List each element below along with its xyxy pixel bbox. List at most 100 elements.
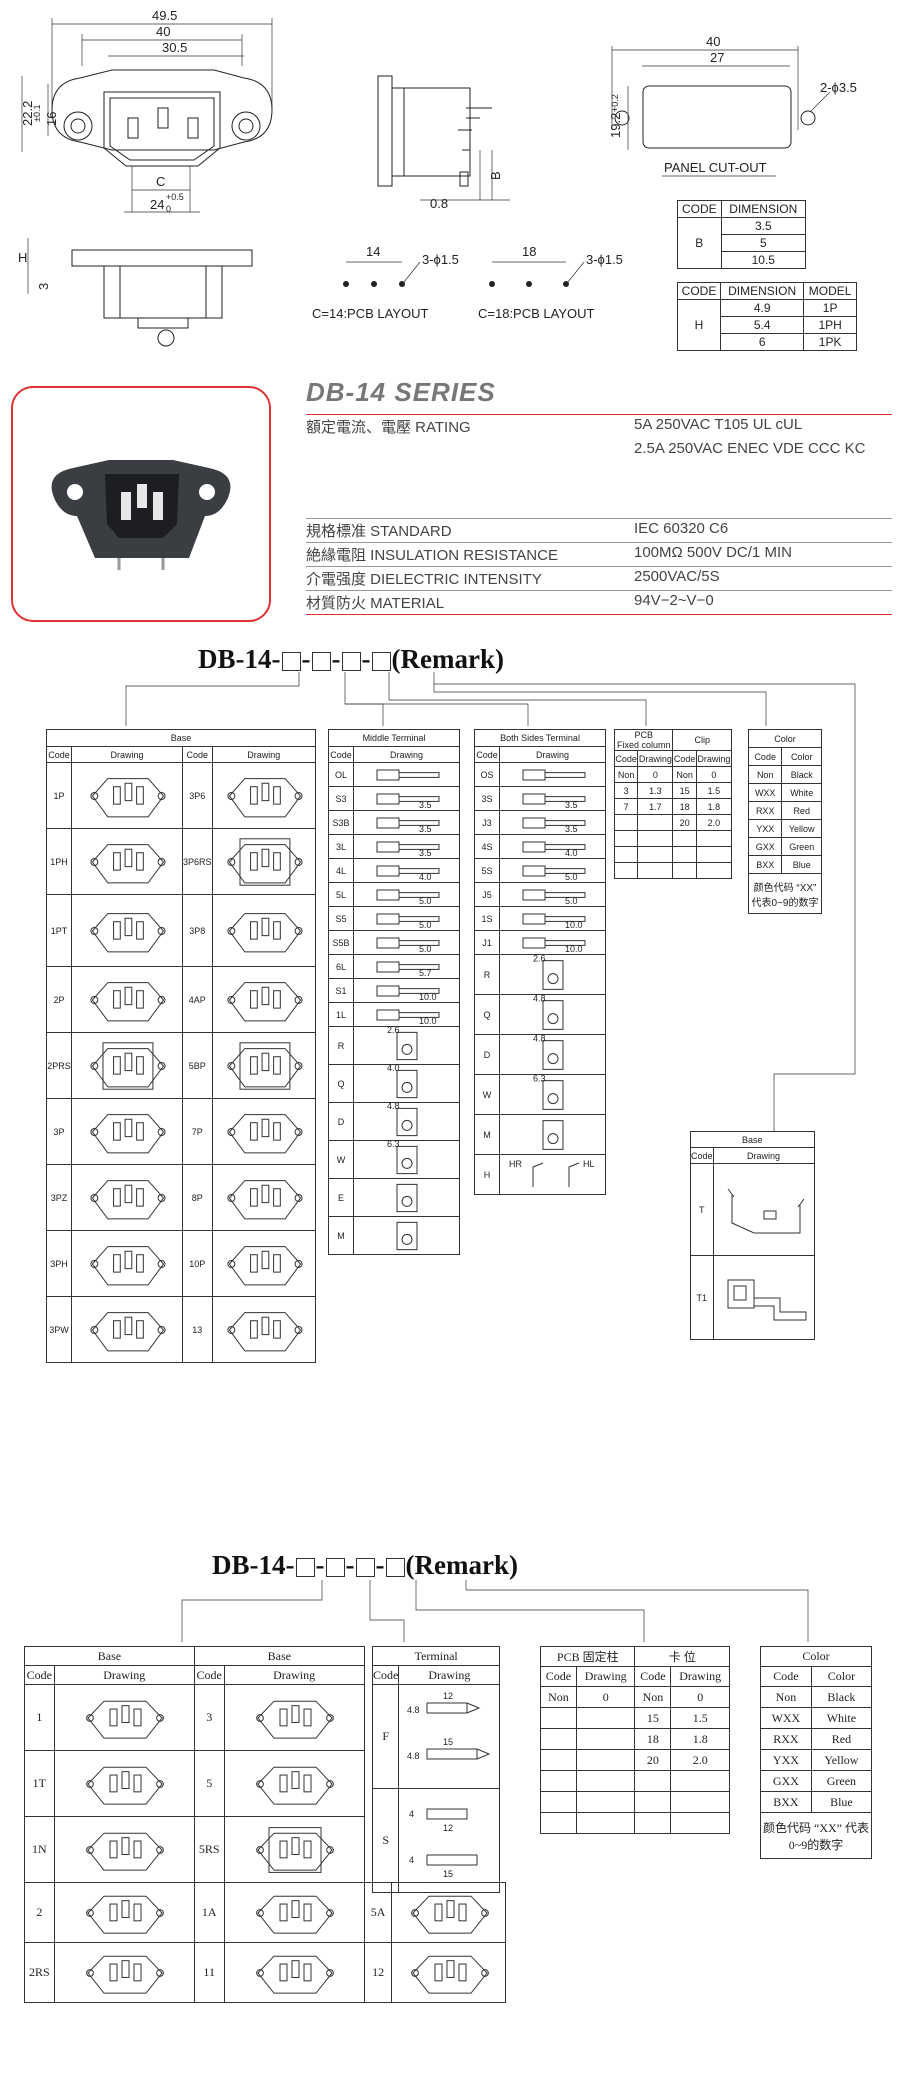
base-code: 2 <box>24 1882 55 1943</box>
terminal-code: S1 <box>328 978 354 1003</box>
terminal-drawing: 5.0 <box>353 882 460 907</box>
table-cell: White <box>810 1707 873 1729</box>
table-cell <box>634 1791 672 1813</box>
table-cell: 1.3 <box>637 782 674 799</box>
table-cell: 15 <box>672 782 697 799</box>
terminal-drawing <box>499 762 606 787</box>
base-drawing <box>211 762 317 829</box>
spec-divider <box>306 542 892 543</box>
terminal-dim: 6.3 <box>387 1139 400 1149</box>
terminal-dim: 2.6 <box>533 953 546 963</box>
dim-h: H <box>18 250 27 265</box>
table-cell: RXX <box>760 1728 812 1750</box>
front-view-drawing: 49.5 40 30.5 22.2 16 ±0.1 C 24 +0.5 0 0.… <box>18 8 857 347</box>
base-drawing <box>71 1296 183 1363</box>
base-drawing <box>71 1098 183 1165</box>
pn2-slot-base <box>295 1558 315 1578</box>
pn2-remark: (Remark) <box>405 1550 518 1580</box>
terminal-dim: 5.0 <box>419 896 432 906</box>
table-cell <box>637 830 674 847</box>
base-drawing <box>223 1750 365 1817</box>
table-cell <box>670 1791 730 1813</box>
table-cell <box>575 1791 636 1813</box>
terminal-drawing: 2.6 <box>499 953 606 995</box>
table-cell: 1.8 <box>670 1728 730 1750</box>
base-drawing <box>53 1882 195 1943</box>
base-code: 3 <box>193 1684 225 1751</box>
spec-material-label: 材質防火 MATERIAL <box>306 595 445 612</box>
pn1-slot-color <box>371 652 391 672</box>
pcb18-label: C=18:PCB LAYOUT <box>478 306 595 321</box>
base-code: 3P <box>46 1098 72 1165</box>
table-cell <box>575 1812 636 1834</box>
pn2-dash: - <box>345 1550 355 1580</box>
terminal-dim: 4.8 <box>387 1101 400 1111</box>
terminal2-code: S <box>371 1788 400 1893</box>
terminal2-dim: 4 <box>409 1855 414 1865</box>
terminal-drawing: 10.0 <box>353 978 460 1003</box>
pn1-slot-terminal <box>311 652 331 672</box>
table-cell: 18 <box>634 1728 672 1750</box>
cutout-19-2: 19.2 <box>608 113 623 138</box>
terminal-drawing <box>353 1178 460 1217</box>
dim-22-2: 22.2 <box>20 101 35 126</box>
terminal-drawing: 3.5 <box>353 810 460 835</box>
table-cell: 18 <box>672 798 697 815</box>
terminal-drawing <box>353 1216 460 1255</box>
table-cell <box>672 846 697 863</box>
table-cell: YXX <box>747 819 783 838</box>
base-drawing <box>391 1942 506 2003</box>
base3-drawing <box>712 1255 815 1340</box>
base-code: 1 <box>24 1684 55 1751</box>
base-drawing <box>223 1684 365 1751</box>
base-code: 1A <box>193 1882 225 1943</box>
terminal-drawing: 5.0 <box>499 858 606 883</box>
terminal-code: Q <box>328 1064 354 1103</box>
base-code: 3P8 <box>182 894 213 967</box>
table-cell: 1.8 <box>695 798 733 815</box>
base-drawing <box>211 1098 317 1165</box>
table-row: 5L 5.0 <box>328 882 460 907</box>
cutout-label: PANEL CUT-OUT <box>664 160 767 175</box>
terminal-drawing: 3.5 <box>353 834 460 859</box>
base-code: 1P <box>46 762 72 829</box>
table-cell <box>613 862 639 879</box>
terminal2-dim: 4.8 <box>407 1705 420 1715</box>
table-row <box>613 846 733 863</box>
terminal-code: Q <box>474 994 500 1035</box>
terminal-code: J1 <box>474 930 500 955</box>
base-drawing <box>71 828 183 895</box>
terminal-code: 5L <box>328 882 354 907</box>
base-drawing <box>71 1032 183 1099</box>
table-row: M <box>328 1216 460 1255</box>
terminal2-dim: 12 <box>443 1691 453 1701</box>
terminal-dim: 4.0 <box>387 1063 400 1073</box>
table-cell <box>613 830 639 847</box>
table-cell: 0 <box>695 766 733 783</box>
table-cell: Red <box>810 1728 873 1750</box>
table-cell <box>670 1812 730 1834</box>
base-drawing <box>211 1230 317 1297</box>
table-cell <box>695 830 733 847</box>
terminal2-dim: 12 <box>443 1823 453 1833</box>
table-cell: 3 <box>613 782 639 799</box>
spec-bottom-rule <box>306 614 892 615</box>
terminal-drawing: 4.0 <box>353 1063 460 1103</box>
terminal-drawing: 6.3 <box>499 1073 606 1115</box>
dim-24-tol: +0.5 <box>166 192 184 202</box>
terminal-drawing: 4.0 <box>353 858 460 883</box>
terminal-code: E <box>328 1178 354 1217</box>
